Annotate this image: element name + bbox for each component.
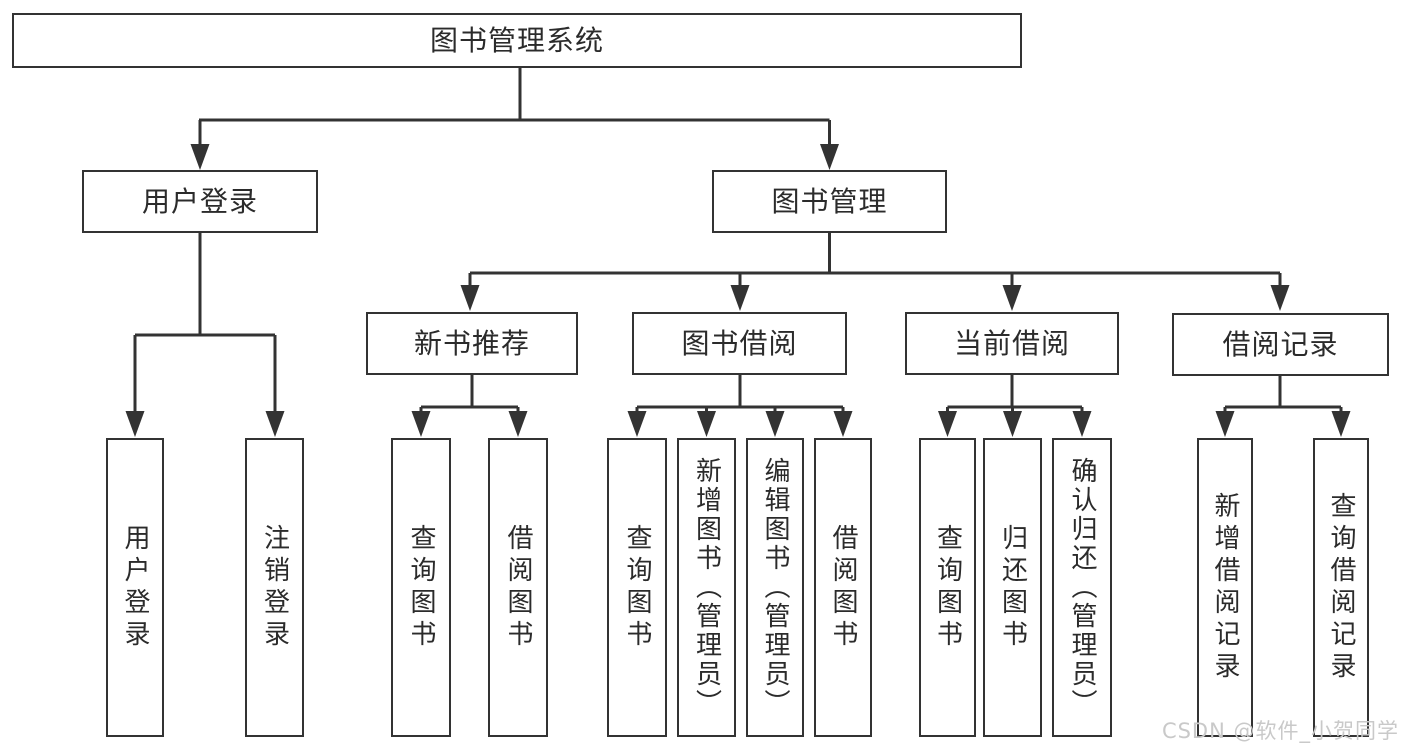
leaf-add-book-admin: 新增图书（管理员）	[677, 438, 736, 737]
arrowhead	[265, 411, 285, 437]
edge-lines	[133, 68, 1343, 413]
arrowhead	[1331, 411, 1351, 437]
leaf-search-borrow-record: 查询借阅记录	[1313, 438, 1369, 737]
leaf-confirm-return-admin: 确认归还（管理员）	[1052, 438, 1112, 737]
arrowhead	[820, 144, 839, 170]
leaf-search-books-recommend: 查询图书	[391, 438, 451, 737]
arrowhead	[1215, 411, 1235, 437]
leaf-borrow-books-recommend: 借阅图书	[488, 438, 548, 737]
arrowhead	[1003, 411, 1022, 437]
leaf-search-books-current: 查询图书	[919, 438, 976, 737]
arrowheads	[125, 144, 1351, 437]
arrowhead	[125, 411, 145, 437]
arrowhead	[190, 144, 210, 170]
arrowhead	[1072, 411, 1092, 437]
arrowhead	[765, 411, 785, 437]
arrowhead	[1002, 285, 1022, 311]
leaf-add-borrow-record: 新增借阅记录	[1197, 438, 1253, 737]
csdn-watermark: CSDN @软件_小贺同学	[1161, 719, 1399, 743]
leaf-logout: 注销登录	[245, 438, 304, 737]
arrowhead	[411, 411, 431, 437]
arrowhead	[730, 285, 750, 311]
arrowhead	[1270, 285, 1290, 311]
arrowhead	[508, 411, 528, 437]
leaf-borrow-books: 借阅图书	[814, 438, 872, 737]
arrowhead	[938, 411, 957, 437]
node-user-login: 用户登录	[82, 170, 318, 233]
leaf-user-login: 用户登录	[106, 438, 164, 737]
node-book-management: 图书管理	[712, 170, 947, 233]
arrowhead	[460, 285, 480, 311]
leaf-return-books: 归还图书	[983, 438, 1042, 737]
node-current-borrowing: 当前借阅	[905, 312, 1119, 375]
arrowhead	[833, 411, 853, 437]
leaf-edit-book-admin: 编辑图书（管理员）	[746, 438, 804, 737]
node-new-book-recommendation: 新书推荐	[366, 312, 578, 375]
node-book-borrowing: 图书借阅	[632, 312, 847, 375]
arrowhead	[627, 411, 647, 437]
node-borrowing-records: 借阅记录	[1172, 313, 1389, 376]
arrowhead	[697, 411, 716, 437]
node-library-management-system: 图书管理系统	[12, 13, 1022, 68]
leaf-search-books-borrowing: 查询图书	[607, 438, 667, 737]
